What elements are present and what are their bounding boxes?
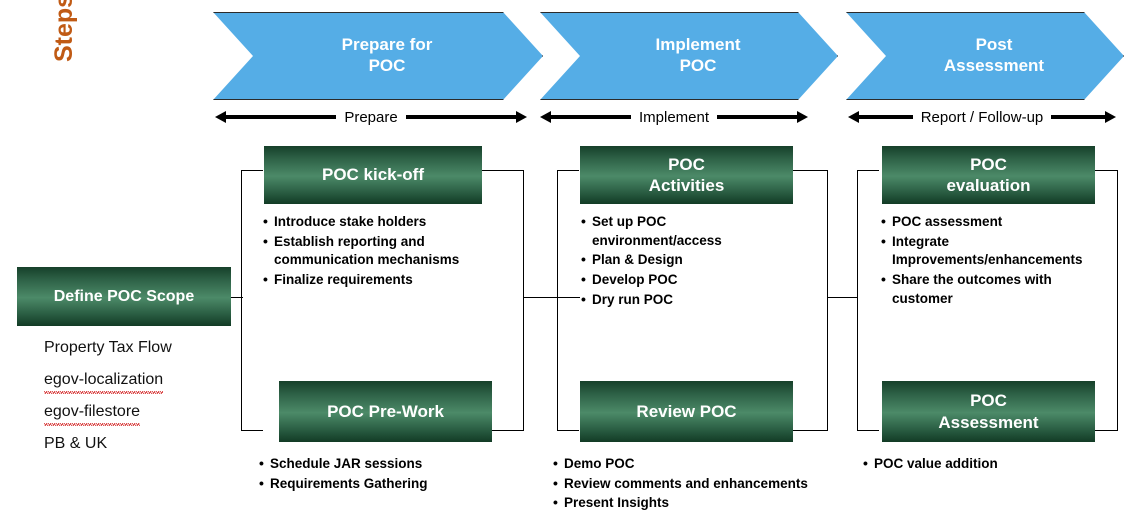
- bracket-left-phase-2: [557, 170, 579, 431]
- box-poc-pre-work-line1: POC Pre-Work: [327, 401, 444, 421]
- list-item: Present Insights: [552, 493, 842, 513]
- arrow-head-right-icon: [797, 111, 808, 123]
- box-poc-evaluation-line1: POC: [970, 154, 1007, 174]
- bracket-right-phase-3: [1092, 170, 1118, 431]
- steps-axis-label: Steps: [50, 0, 78, 63]
- crop-artifact: [1082, 0, 1126, 10]
- list-item: Share the outcomes with customer: [880, 270, 1087, 308]
- box-review-poc[interactable]: Review POC: [580, 381, 793, 442]
- bullets-review-poc: Demo POC Review comments and enhancement…: [552, 454, 842, 514]
- box-poc-kick-off-text: POC kick-off: [322, 164, 424, 185]
- scope-item-list: Property Tax Flow egov-localization egov…: [44, 333, 244, 461]
- connector-scope-to-phase-1: [231, 297, 243, 298]
- bracket-right-phase-2: [792, 170, 828, 431]
- arrow-shaft-left: [226, 115, 337, 119]
- list-item: Demo POC: [552, 454, 842, 474]
- box-define-poc-scope-label: Define POC Scope: [53, 287, 195, 305]
- arrow-head-left-icon: [540, 111, 551, 123]
- arrow-shaft-right: [717, 115, 797, 119]
- list-item: Introduce stake holders: [262, 212, 478, 232]
- arrow-phase-2: Implement: [540, 104, 808, 130]
- box-review-poc-text: Review POC: [636, 401, 736, 422]
- list-item: Plan & Design: [580, 250, 795, 270]
- arrow-shaft-left: [859, 115, 913, 119]
- list-item: POC value addition: [862, 454, 1102, 474]
- bullets-poc-pre-work: Schedule JAR sessions Requirements Gathe…: [258, 454, 508, 494]
- arrow-phase-3: Report / Follow-up: [848, 104, 1116, 130]
- chevron-phase-1[interactable]: Prepare for POC: [213, 12, 543, 100]
- arrow-shaft-left: [551, 115, 631, 119]
- bracket-left-phase-3: [857, 170, 879, 431]
- connector-phase-2-to-phase-3: [828, 297, 858, 298]
- list-item: Requirements Gathering: [258, 474, 508, 494]
- chevron-phase-3[interactable]: Post Assessment: [846, 12, 1124, 100]
- bullets-poc-kick-off: Introduce stake holders Establish report…: [262, 212, 478, 291]
- arrow-head-left-icon: [848, 111, 859, 123]
- bullets-poc-activities: Set up POC environment/access Plan & Des…: [580, 212, 795, 310]
- arrow-caption-phase-2: Implement: [638, 108, 710, 126]
- list-item: Schedule JAR sessions: [258, 454, 508, 474]
- list-item: Integrate Improvements/enhancements: [880, 232, 1087, 270]
- box-poc-assessment-line1: POC: [970, 391, 1007, 411]
- box-poc-evaluation-text: POC evaluation: [946, 154, 1030, 197]
- box-poc-activities-text: POC Activities: [649, 154, 725, 197]
- box-poc-kick-off-line1: POC kick-off: [321, 165, 425, 185]
- box-review-poc-line1: Review POC: [636, 401, 737, 421]
- chevron-phase-3-line1: Post: [975, 35, 1013, 55]
- arrow-head-right-icon: [516, 111, 527, 123]
- list-item: Establish reporting and communication me…: [262, 232, 478, 270]
- box-poc-assessment-line2: Assessment: [938, 412, 1039, 432]
- list-item: Develop POC: [580, 270, 795, 290]
- chevron-phase-2[interactable]: Implement POC: [540, 12, 838, 100]
- chevron-phase-1-text: Prepare for POC: [324, 35, 433, 76]
- arrow-caption-phase-3: Report / Follow-up: [920, 108, 1044, 126]
- scope-item: egov-filestore: [44, 397, 141, 429]
- chevron-phase-2-text: Implement POC: [637, 35, 740, 76]
- scope-item: egov-localization: [44, 365, 164, 397]
- list-item: Set up POC environment/access: [580, 212, 795, 250]
- box-define-poc-scope[interactable]: Define POC Scope: [17, 267, 231, 326]
- connector-phase-1-to-phase-2: [524, 297, 580, 298]
- arrow-shaft-right: [405, 115, 516, 119]
- chevron-phase-2-line1: Implement: [655, 35, 741, 55]
- chevron-phase-3-line2: Assessment: [943, 56, 1045, 75]
- box-poc-pre-work[interactable]: POC Pre-Work: [279, 381, 492, 442]
- box-poc-kick-off[interactable]: POC kick-off: [264, 146, 482, 204]
- bullets-poc-assessment: POC value addition: [862, 454, 1102, 475]
- list-item: POC assessment: [880, 212, 1087, 232]
- list-item: Review comments and enhancements: [552, 474, 842, 494]
- scope-item: Property Tax Flow: [44, 339, 172, 356]
- chevron-phase-1-line1: Prepare for: [341, 35, 433, 55]
- box-poc-activities-line1: POC: [668, 154, 705, 174]
- box-poc-assessment[interactable]: POC Assessment: [882, 381, 1095, 442]
- arrow-phase-1: Prepare: [215, 104, 527, 130]
- arrow-shaft-right: [1051, 115, 1105, 119]
- arrow-head-left-icon: [215, 111, 226, 123]
- chevron-phase-3-text: Post Assessment: [926, 35, 1044, 76]
- box-poc-pre-work-text: POC Pre-Work: [327, 401, 444, 422]
- chevron-phase-1-line2: POC: [368, 56, 406, 75]
- box-poc-evaluation-line2: evaluation: [946, 176, 1031, 195]
- box-poc-activities[interactable]: POC Activities: [580, 146, 793, 204]
- chevron-phase-2-line2: POC: [679, 56, 717, 75]
- box-poc-evaluation[interactable]: POC evaluation: [882, 146, 1095, 204]
- arrow-head-right-icon: [1105, 111, 1116, 123]
- arrow-caption-phase-1: Prepare: [344, 108, 398, 126]
- scope-item: PB & UK: [44, 435, 108, 452]
- bullets-poc-evaluation: POC assessment Integrate Improvements/en…: [880, 212, 1087, 309]
- list-item: Finalize requirements: [262, 270, 478, 290]
- box-poc-assessment-text: POC Assessment: [938, 390, 1038, 433]
- bracket-right-phase-1: [482, 170, 524, 431]
- box-poc-activities-line2: Activities: [648, 176, 725, 195]
- list-item: Dry run POC: [580, 290, 795, 310]
- bracket-left-phase-1: [241, 170, 263, 431]
